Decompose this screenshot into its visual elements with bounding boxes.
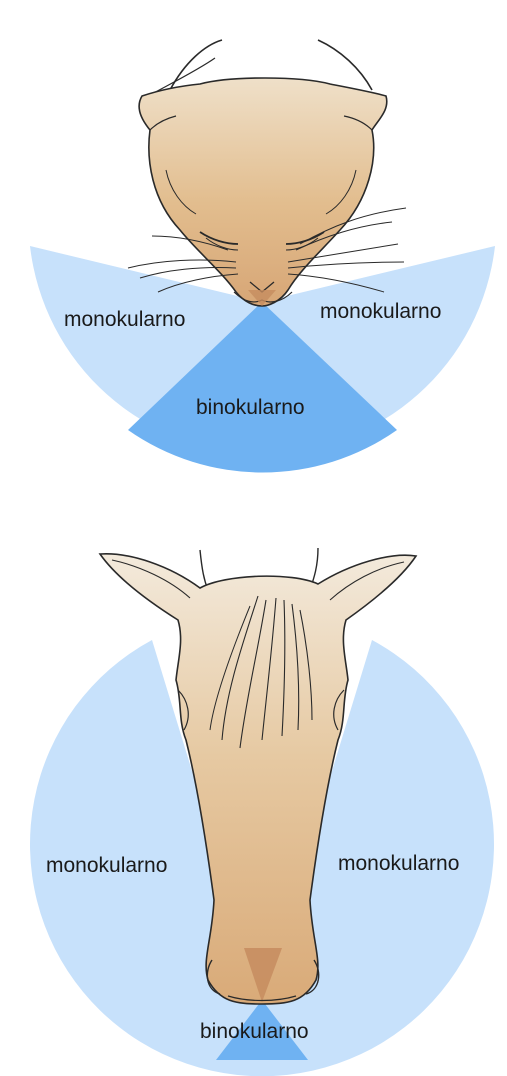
horse-label-binocular: binokularno bbox=[200, 1020, 309, 1043]
cat-diagram: monokularno monokularno binokularno bbox=[30, 40, 495, 473]
cat-head-illustration bbox=[128, 40, 406, 306]
cat-label-monocular-right: monokularno bbox=[320, 300, 441, 323]
cat-label-binocular: binokularno bbox=[196, 396, 305, 419]
horse-label-monocular-right: monokularno bbox=[338, 852, 459, 875]
cat-label-monocular-left: monokularno bbox=[64, 308, 185, 331]
horse-label-monocular-left: monokularno bbox=[46, 854, 167, 877]
horse-diagram: monokularno monokularno binokularno bbox=[30, 548, 494, 1076]
